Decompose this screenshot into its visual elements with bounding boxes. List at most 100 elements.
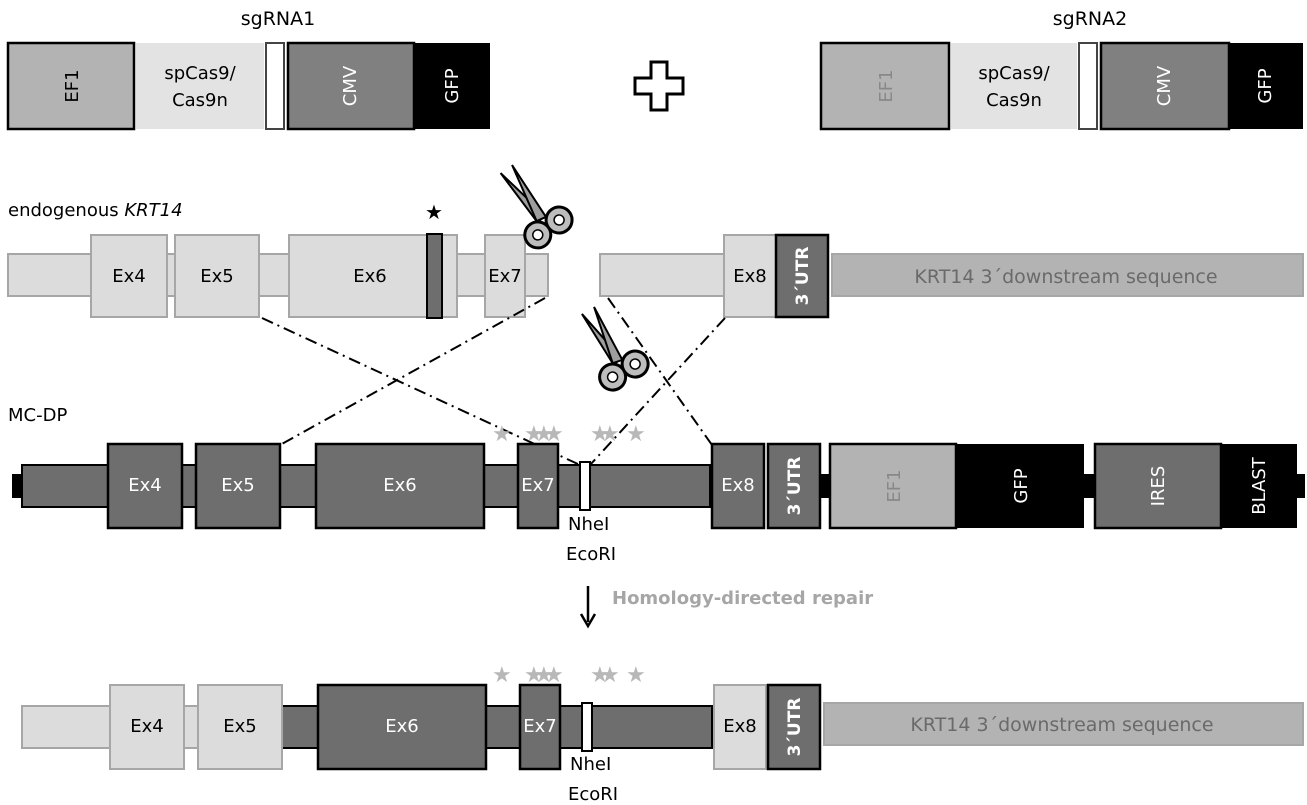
mcdp-exon4-label: Ex4 [128, 475, 161, 496]
sgrna2-cmv-box [1099, 41, 1231, 131]
mcdp-star-1: ★ [492, 422, 512, 447]
mcdp-ef1-label: EF1 [884, 469, 905, 502]
homology-line-1 [261, 317, 581, 466]
endogenous-mutation-star: ★ [425, 200, 443, 224]
result-exon6 [316, 683, 488, 771]
endogenous-downstream-label: KRT14 3´downstream sequence [914, 266, 1217, 288]
sgrna2-cas9-line1: spCas9/ [978, 63, 1050, 84]
endogenous-exon6-label: Ex6 [353, 266, 386, 287]
hdr-label: Homology-directed repair [612, 588, 873, 609]
result-utr-label: 3´UTR [785, 698, 805, 757]
result-star-6: ★ [600, 663, 620, 688]
endogenous-utr-label: 3´UTR [793, 247, 813, 306]
endogenous-exon7-label: Ex7 [488, 266, 521, 287]
sgrna1-ef1-label: EF1 [62, 69, 83, 102]
mcdp-label: MC-DP [8, 405, 67, 426]
mcdp-ecori-label: EcoRI [566, 544, 616, 565]
sgrna2-construct: sgRNA2 EF1 spCas9/ Cas9n CMV GFP [819, 8, 1303, 131]
mcdp-exon4 [106, 442, 184, 530]
result-downstream-label: KRT14 3´downstream sequence [910, 714, 1213, 736]
mcdp-star-3: ★ [534, 422, 554, 447]
sgrna1-construct: sgRNA1 EF1 spCas9/ Cas9n CMV GFP [6, 8, 490, 131]
endogenous-exon7 [484, 234, 526, 318]
result-star-3: ★ [534, 663, 554, 688]
result-exon4 [109, 684, 185, 770]
result-ecori-label: EcoRI [568, 784, 618, 805]
endogenous-downstream [831, 253, 1304, 297]
endogenous-label-gene: KRT14 [124, 200, 182, 221]
sgrna1-ef1-box [6, 41, 136, 131]
sgrna1-cmv-box [286, 41, 416, 131]
mcdp-right-cap [1297, 474, 1305, 498]
mcdp-blast-box [1221, 444, 1297, 528]
mcdp-star-2: ★ [524, 422, 544, 447]
endogenous-backbone-left [7, 253, 549, 297]
result-exon8 [713, 684, 767, 770]
sgrna2-ef1-box [819, 41, 951, 131]
mcdp-gfp-label: GFP [1011, 468, 1032, 503]
sgrna1-title: sgRNA1 [241, 8, 315, 30]
mcdp-exon6 [314, 442, 486, 530]
result-exon6-label: Ex6 [385, 716, 418, 737]
endogenous-exon4-label: Ex4 [112, 266, 145, 287]
homology-line-2 [279, 297, 546, 446]
sgrna1-cas9-box [136, 43, 264, 129]
endogenous-exon8 [723, 234, 777, 318]
sgrna2-gfp-label: GFP [1255, 68, 1276, 103]
homology-arm-lines [261, 297, 726, 466]
homology-line-3 [589, 317, 726, 466]
mcdp-ef1-box [828, 442, 958, 530]
result-downstream [823, 702, 1304, 746]
mcdp-nhei-label: NheI [568, 514, 609, 535]
mcdp-utr-label: 3´UTR [785, 457, 805, 516]
mcdp-donor-construct: MC-DP Ex4 Ex5 Ex6 Ex7 Ex8 3´UTR EF1 GFP … [8, 405, 1305, 565]
sgrna1-gfp-label: GFP [442, 68, 463, 103]
result-restriction-site [581, 702, 593, 752]
sgrna1-cas9-line1: spCas9/ [164, 63, 236, 84]
endogenous-krt14-locus: endogenous KRT14 Ex4 Ex5 Ex6 ★ Ex7 Ex8 3… [7, 200, 1304, 319]
sgrna1-cas9-line2: Cas9n [172, 90, 228, 111]
endogenous-mutation-marker [426, 233, 443, 319]
mcdp-exon8 [710, 442, 766, 530]
scissors-icon-1 [499, 164, 574, 250]
endogenous-label: endogenous KRT14 [8, 200, 183, 221]
sgrna2-cas9-line2: Cas9n [986, 90, 1042, 111]
mcdp-star-6: ★ [600, 422, 620, 447]
endogenous-exon5 [174, 234, 260, 318]
mcdp-star-4: ★ [544, 422, 564, 447]
result-star-4: ★ [544, 663, 564, 688]
sgrna1-gfp-box [414, 43, 490, 129]
mcdp-blast-label: BLAST [1249, 456, 1270, 515]
sgrna2-spacer-box [1078, 42, 1098, 130]
hdr-arrow-icon [579, 613, 597, 629]
repaired-allele: Ex4 Ex5 Ex6 Ex7 Ex8 3´UTR KRT14 3´downst… [21, 663, 1304, 805]
mcdp-exon5-label: Ex5 [221, 475, 254, 496]
result-exon8-label: Ex8 [723, 716, 756, 737]
mcdp-restriction-site [579, 461, 591, 511]
result-star-5: ★ [590, 663, 610, 688]
mcdp-exon8-label: Ex8 [721, 475, 754, 496]
sgrna2-cas9-box [951, 43, 1077, 129]
mcdp-star-7: ★ [626, 422, 646, 447]
sgrna1-cmv-label: CMV [340, 65, 361, 106]
result-utr [766, 683, 822, 771]
plus-icon [633, 60, 685, 112]
result-star-7: ★ [626, 663, 646, 688]
result-exon7-label: Ex7 [523, 716, 556, 737]
result-exon5-label: Ex5 [223, 716, 256, 737]
endogenous-exon8-label: Ex8 [733, 266, 766, 287]
mcdp-silent-mutation-stars: ★ ★ ★ ★ ★ ★ ★ [492, 422, 646, 447]
sgrna2-ef1-label: EF1 [876, 69, 897, 102]
sgrna2-title: sgRNA2 [1053, 8, 1127, 30]
endogenous-exon4 [90, 234, 168, 318]
result-exon7 [518, 683, 562, 771]
result-nhei-label: NheI [570, 754, 611, 775]
endogenous-label-prefix: endogenous [8, 200, 124, 221]
result-star-2: ★ [524, 663, 544, 688]
sgrna2-cmv-label: CMV [1154, 65, 1175, 106]
result-exon5 [197, 684, 283, 770]
scissors-icon-2 [581, 306, 650, 392]
homology-line-4 [607, 297, 713, 446]
result-exon4-label: Ex4 [130, 716, 163, 737]
